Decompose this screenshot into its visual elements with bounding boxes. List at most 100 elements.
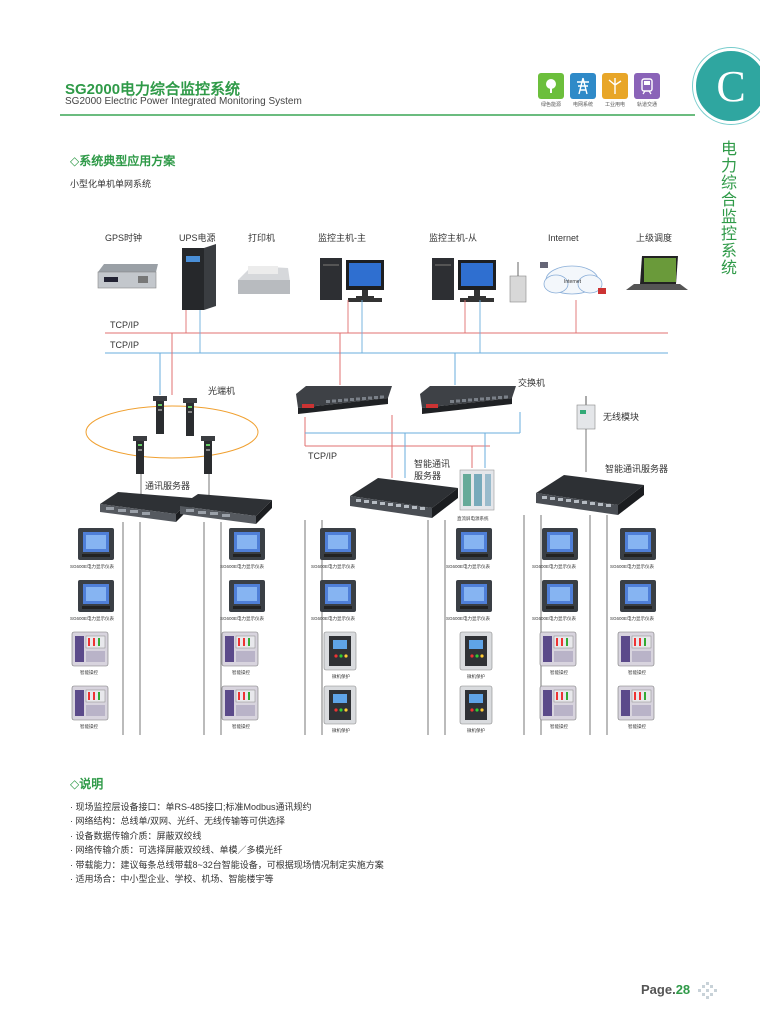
- smart-caption: 智能操控: [550, 669, 568, 676]
- comm-server-left-1: [100, 492, 192, 522]
- smart-caption: 智能操控: [232, 669, 250, 676]
- label-host-main: 监控主机-主: [318, 232, 366, 243]
- smart-controller: [617, 631, 655, 667]
- category-rail-transit: 轨道交通: [632, 73, 662, 108]
- note-item: · 设备数据传输介质：屏蔽双绞线: [70, 830, 202, 841]
- tree-icon: [538, 73, 564, 99]
- label-wireless: 无线模块: [603, 411, 639, 422]
- label-fiber: 光端机: [208, 385, 235, 396]
- side-title: 电力综合监控系统: [718, 140, 735, 276]
- network-diagram: GPS时钟 UPS电源 打印机 监控主机-主 监控主机-从 Internet 上…: [70, 232, 688, 735]
- category-label: 电网系统: [572, 102, 593, 108]
- microcomputer-protection: [459, 685, 493, 725]
- microcomputer-protection: [323, 631, 357, 671]
- meter-caption: SG600E电力显示仪表: [311, 615, 356, 622]
- meter-caption: SG600E电力显示仪表: [70, 615, 115, 622]
- power-meter: [456, 580, 492, 612]
- section-title-solution: ◇系统典型应用方案: [70, 154, 176, 168]
- note-item: · 带载能力：建议每条总线带载8~32台智能设备，可根据现场情况制定实施方案: [70, 859, 384, 870]
- smart-caption: 智能操控: [232, 723, 250, 730]
- smart-controller: [539, 631, 577, 667]
- page-number-value: 28: [675, 982, 691, 997]
- label-switch: 交换机: [518, 377, 545, 388]
- label-gps: GPS时钟: [105, 232, 142, 243]
- footer-dots-decoration: [698, 982, 717, 999]
- meter-caption: SG600E电力显示仪表: [610, 563, 655, 570]
- label-comm-server-mid-1: 智能通讯: [414, 458, 450, 469]
- relay-caption: 微机保护: [467, 673, 485, 680]
- page-header-title: SG2000电力综合监控系统: [65, 81, 241, 98]
- tcpip-label-1: TCP/IP: [110, 320, 139, 330]
- note-item: · 网络结构：总线单/双网、光纤、无线传输等可供选择: [70, 816, 285, 827]
- chapter-badge: C: [693, 48, 760, 124]
- monitor-host-backup: [432, 258, 496, 302]
- section-title-notes: ◇说明: [70, 777, 104, 791]
- relay-caption: 微机保护: [332, 727, 350, 734]
- ups-power: [182, 244, 216, 310]
- tcpip-label-3: TCP/IP: [308, 451, 337, 461]
- page-prefix: Page.: [641, 982, 676, 997]
- label-dc: 直流屏电源系统: [457, 515, 489, 522]
- smart-caption: 智能操控: [628, 723, 646, 730]
- notes-list: · 现场监控层设备接口：单RS-485接口;标准Modbus通讯规约 · 网络结…: [70, 800, 384, 886]
- smart-controller: [539, 685, 577, 721]
- power-meter: [320, 580, 356, 612]
- power-meter: [78, 580, 114, 612]
- meter-caption: SG600E电力显示仪表: [610, 615, 655, 622]
- smart-caption: 智能操控: [550, 723, 568, 730]
- smart-controller: [617, 685, 655, 721]
- printer: [238, 266, 290, 294]
- power-meter: [542, 580, 578, 612]
- smart-comm-server-mid: [350, 478, 458, 518]
- meter-caption: SG600E电力显示仪表: [220, 563, 265, 570]
- meter-caption: SG600E电力显示仪表: [532, 563, 577, 570]
- power-meter: [456, 528, 492, 560]
- dc-power-cabinet: 直流屏电源系统: [457, 469, 495, 522]
- relay-caption: 微机保护: [332, 673, 350, 680]
- meter-caption: SG600E电力显示仪表: [446, 615, 491, 622]
- meter-caption: SG600E电力显示仪表: [220, 615, 265, 622]
- label-printer: 打印机: [248, 232, 275, 243]
- label-dispatch: 上级调度: [636, 232, 672, 243]
- tcpip-label-2: TCP/IP: [110, 340, 139, 350]
- note-item: · 适用场合：中小型企业、学校、机场、智能楼宇等: [70, 874, 274, 885]
- category-icons: 绿色能源 电网系统 工业用电 轨道交通: [536, 73, 662, 108]
- category-grid-system: 电网系统: [568, 73, 598, 108]
- network-switch-1: [296, 386, 392, 414]
- section-subtitle: 小型化单机单网系统: [70, 179, 152, 189]
- meter-caption: SG600E电力显示仪表: [532, 615, 577, 622]
- fiber-optic-terminal: [153, 396, 167, 434]
- smart-caption: 智能操控: [628, 669, 646, 676]
- meter-caption: SG600E电力显示仪表: [311, 563, 356, 570]
- fiber-optic-terminal: [183, 398, 197, 436]
- meter-caption: SG600E电力显示仪表: [446, 563, 491, 570]
- page-number: Page.28: [641, 982, 690, 997]
- label-ups: UPS电源: [179, 232, 216, 243]
- smart-caption: 智能操控: [80, 723, 98, 730]
- power-tower-icon: [570, 73, 596, 99]
- smart-controller: [71, 631, 109, 667]
- label-internet: Internet: [548, 233, 579, 243]
- network-switch-2: [420, 386, 516, 414]
- microcomputer-protection: [323, 685, 357, 725]
- train-icon: [634, 73, 660, 99]
- label-comm-server-right: 智能通讯服务器: [605, 463, 668, 474]
- chapter-letter: C: [716, 61, 746, 111]
- microcomputer-protection: [459, 631, 493, 671]
- smart-controller: [71, 685, 109, 721]
- power-meter: [229, 580, 265, 612]
- gps-clock: [97, 264, 158, 289]
- power-meter: [620, 580, 656, 612]
- page-header-subtitle: SG2000 Electric Power Integrated Monitor…: [65, 96, 302, 107]
- category-label: 绿色能源: [540, 102, 561, 108]
- power-meter: [320, 528, 356, 560]
- smart-controller: [221, 631, 259, 667]
- fiber-optic-terminal: [133, 436, 147, 474]
- smart-caption: 智能操控: [80, 669, 98, 676]
- power-meter: [542, 528, 578, 560]
- label-host-backup: 监控主机-从: [429, 232, 477, 243]
- wind-turbine-icon: [602, 73, 628, 99]
- note-item: · 现场监控层设备接口：单RS-485接口;标准Modbus通讯规约: [70, 802, 312, 812]
- laptop-dispatch: [626, 256, 688, 290]
- comm-server-left-2: [180, 494, 272, 524]
